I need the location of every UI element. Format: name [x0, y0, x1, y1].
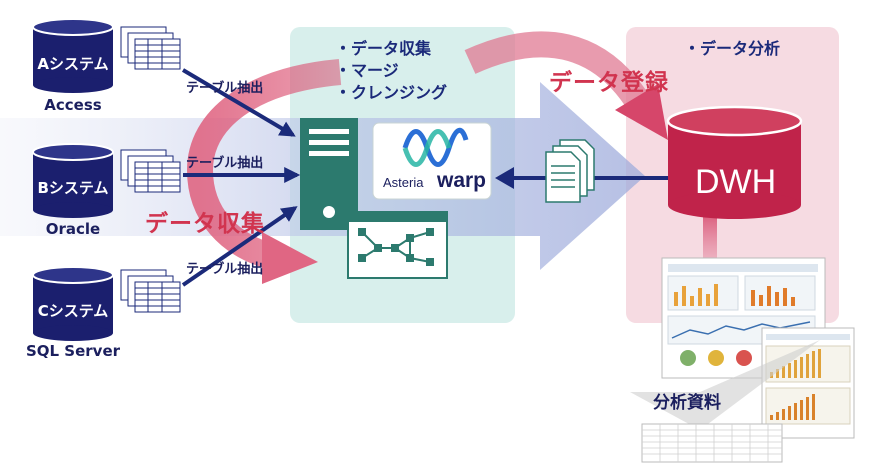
table-sheets-b-icon — [120, 149, 181, 193]
report-table-shadow — [630, 340, 820, 430]
asteria-wave-icon — [402, 128, 469, 167]
collect-curve-arrow-head — [262, 232, 318, 284]
extract-label-a: テーブル抽出 — [186, 81, 264, 96]
asteria-brand-label: Asteria — [383, 175, 424, 190]
system-c-db-label: SQL Server — [25, 342, 121, 360]
extract-arrow-a — [181, 68, 296, 137]
flow-diagram-icon — [347, 211, 448, 279]
report-label: 分析資料 — [653, 393, 721, 413]
collect-curve-arrow — [186, 59, 342, 269]
dwh-database-icon — [666, 105, 803, 219]
system-a-db-label: Access — [44, 96, 102, 114]
extract-label-c: テーブル抽出 — [186, 262, 264, 277]
database-a-icon — [32, 18, 114, 93]
register-curve-arrow-head — [615, 84, 668, 140]
asteria-warp-logo-card — [372, 122, 492, 200]
system-b-db-label: Oracle — [45, 220, 101, 238]
table-sheets-a-icon — [120, 26, 181, 70]
register-label: データ登録 — [549, 70, 669, 96]
collect-flow-label: データ収集 — [145, 211, 265, 237]
table-sheets-c-icon — [120, 269, 181, 313]
database-c-icon — [32, 266, 114, 341]
analysis-title: ・データ分析 — [684, 39, 781, 58]
system-a-label: Aシステム — [37, 55, 109, 73]
extract-arrow-c — [181, 206, 298, 287]
report-thumbnail-chart — [761, 327, 855, 439]
collect-item-2: ・マージ — [335, 61, 399, 80]
report-thumbnail-table — [641, 423, 783, 463]
system-c-label: Cシステム — [37, 302, 109, 320]
database-b-icon — [32, 143, 114, 218]
dwh-label: DWH — [695, 163, 777, 201]
transfer-arrow-left-head — [495, 167, 514, 189]
asteria-product-label: warp — [437, 169, 487, 192]
system-b-label: Bシステム — [37, 179, 109, 197]
documents-icon — [545, 139, 595, 203]
collect-item-1: ・データ収集 — [335, 39, 432, 58]
extract-label-b: テーブル抽出 — [186, 156, 264, 171]
collect-item-3: ・クレンジング — [335, 83, 448, 102]
register-curve-arrow — [464, 31, 652, 113]
